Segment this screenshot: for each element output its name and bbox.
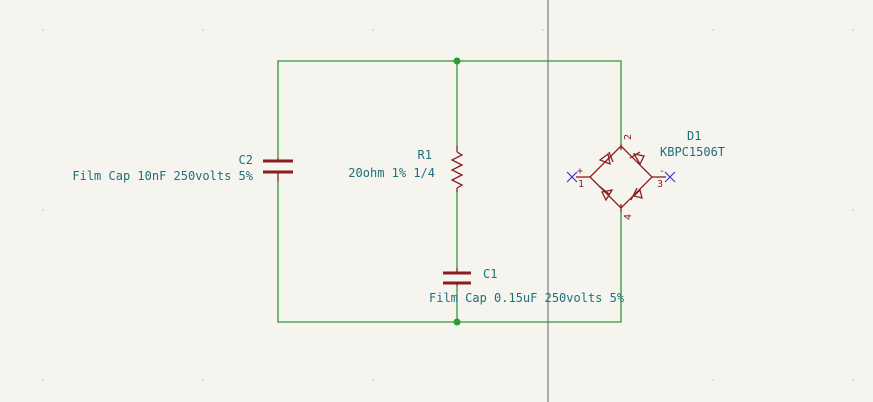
d1-plus-sign: + (577, 166, 583, 177)
grid-dots (42, 29, 854, 381)
d1-pin-3: 3 (657, 179, 663, 190)
bridge-rectifier-d1[interactable]: 2 4 1 3 + - D1 KBPC1506T (566, 129, 725, 220)
r1-value: 20ohm 1% 1/4 (348, 166, 435, 180)
d1-diode-upper-left (598, 151, 614, 166)
d1-value: KBPC1506T (660, 145, 725, 159)
c2-value: Film Cap 10nF 250volts 5% (72, 169, 253, 183)
d1-diode-upper-right (629, 151, 645, 166)
resistor-r1[interactable]: R1 20ohm 1% 1/4 (348, 146, 464, 192)
wire-top[interactable] (277, 60, 622, 158)
c1-value: Film Cap 0.15uF 250volts 5% (429, 291, 625, 305)
c1-reference: C1 (483, 267, 497, 281)
junction-top (453, 57, 461, 65)
junction-bottom (453, 318, 461, 326)
d1-diamond (589, 145, 653, 209)
wires[interactable] (277, 57, 622, 326)
d1-diode-lower-right (630, 187, 643, 201)
wire-bottom[interactable] (277, 182, 622, 323)
d1-minus-sign: - (659, 166, 665, 177)
c2-reference: C2 (239, 153, 253, 167)
d1-pin3-no-connect-icon (664, 171, 676, 183)
d1-pin-1: 1 (578, 179, 584, 190)
capacitor-c2[interactable]: C2 Film Cap 10nF 250volts 5% (72, 153, 293, 183)
d1-pin-4: 4 (623, 214, 634, 220)
d1-pin1-no-connect-icon (566, 171, 578, 183)
r1-reference: R1 (418, 148, 432, 162)
d1-reference: D1 (687, 129, 701, 143)
capacitor-c1[interactable]: C1 Film Cap 0.15uF 250volts 5% (429, 267, 625, 305)
d1-pin-2: 2 (623, 134, 634, 140)
d1-diode-lower-left (598, 185, 614, 202)
r1-zigzag (450, 151, 464, 189)
